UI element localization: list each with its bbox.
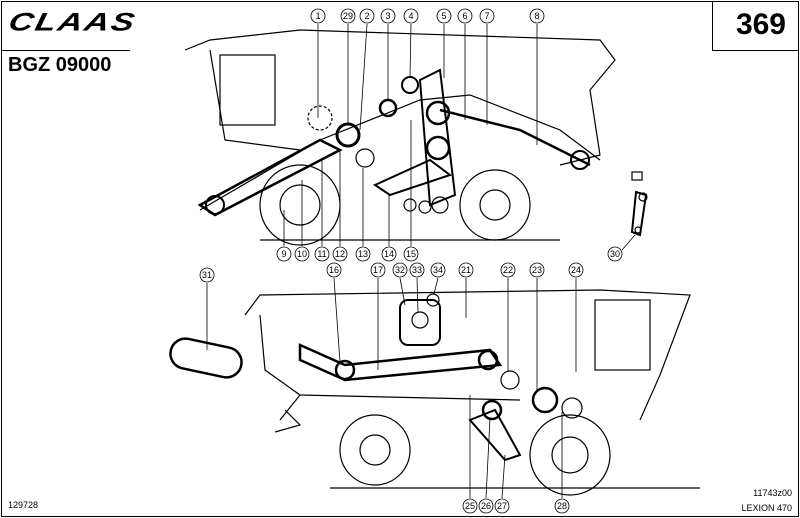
svg-text:23: 23	[532, 265, 542, 275]
callout-14: 14	[381, 195, 397, 262]
svg-text:15: 15	[406, 249, 416, 259]
svg-text:34: 34	[433, 265, 443, 275]
svg-text:8: 8	[534, 11, 539, 21]
callout-6: 6	[457, 8, 473, 120]
svg-text:17: 17	[373, 265, 383, 275]
svg-text:13: 13	[358, 249, 368, 259]
svg-text:7: 7	[484, 11, 489, 21]
svg-text:30: 30	[610, 249, 620, 259]
inset-31-belt	[169, 337, 243, 379]
svg-text:6: 6	[462, 11, 467, 21]
callout-17: 17	[370, 262, 386, 370]
svg-text:5: 5	[441, 11, 446, 21]
model-name: LEXION 470	[741, 503, 792, 513]
callout-28: 28	[554, 412, 570, 514]
svg-text:21: 21	[461, 265, 471, 275]
callout-33: 33	[409, 262, 425, 313]
callout-9: 9	[276, 210, 292, 262]
callout-8: 8	[529, 8, 545, 145]
svg-text:25: 25	[465, 501, 475, 511]
callout-23: 23	[529, 262, 545, 390]
callout-7: 7	[479, 8, 495, 125]
svg-text:27: 27	[497, 501, 507, 511]
callout-34: 34	[430, 262, 446, 295]
callout-16: 16	[326, 262, 342, 363]
divider	[712, 2, 713, 50]
callout-10: 10	[294, 180, 310, 262]
svg-text:10: 10	[297, 249, 307, 259]
drawing-number: 11743z00	[753, 488, 792, 498]
callout-27: 27	[494, 454, 510, 514]
callout-25: 25	[462, 395, 478, 514]
svg-text:32: 32	[395, 265, 405, 275]
callout-29: 29	[340, 8, 356, 124]
svg-text:24: 24	[571, 265, 581, 275]
callout-12: 12	[332, 150, 348, 262]
upper-combine-outline	[184, 29, 616, 246]
callout-3: 3	[380, 8, 396, 100]
callout-21: 21	[458, 262, 474, 318]
callout-4: 4	[403, 8, 419, 78]
callout-2: 2	[359, 8, 375, 131]
svg-text:1: 1	[315, 11, 320, 21]
svg-text:26: 26	[481, 501, 491, 511]
svg-text:29: 29	[343, 11, 353, 21]
callout-1: 1	[310, 8, 326, 118]
inset-30-drive	[630, 171, 648, 237]
figure-number: 129728	[8, 500, 39, 510]
svg-text:4: 4	[408, 11, 413, 21]
callout-24: 24	[568, 262, 584, 372]
svg-text:33: 33	[412, 265, 422, 275]
group-code: BGZ 09000	[8, 54, 112, 76]
callout-26: 26	[478, 417, 494, 514]
callout-11: 11	[314, 160, 330, 262]
svg-text:31: 31	[202, 270, 212, 280]
svg-text:16: 16	[329, 265, 339, 275]
svg-text:12: 12	[335, 249, 345, 259]
svg-text:3: 3	[385, 11, 390, 21]
svg-text:22: 22	[503, 265, 513, 275]
svg-text:28: 28	[557, 501, 567, 511]
svg-text:2: 2	[364, 11, 369, 21]
callout-22: 22	[500, 262, 516, 372]
divider	[2, 50, 130, 51]
page-number: 369	[735, 8, 786, 41]
svg-text:9: 9	[281, 249, 286, 259]
svg-text:14: 14	[384, 249, 394, 259]
lower-combine-outline	[244, 289, 700, 496]
divider	[712, 50, 798, 51]
callout-13: 13	[355, 168, 371, 262]
svg-text:11: 11	[317, 249, 326, 259]
callout-15: 15	[403, 120, 419, 262]
callout-5: 5	[436, 8, 452, 78]
callout-30: 30	[607, 234, 636, 262]
callout-32: 32	[392, 262, 408, 306]
callout-31: 31	[199, 267, 215, 350]
